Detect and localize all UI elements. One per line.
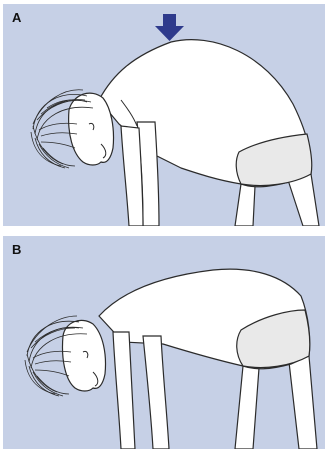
figure-b <box>3 236 325 449</box>
back-leg <box>235 184 255 226</box>
figure-a <box>3 4 325 226</box>
near-arm <box>121 126 143 226</box>
front-leg <box>289 356 317 449</box>
panel-b: B <box>3 236 325 449</box>
down-arrow-icon <box>155 14 184 41</box>
back-leg <box>235 366 259 449</box>
far-arm <box>143 336 169 449</box>
head <box>63 320 106 391</box>
head <box>69 93 114 165</box>
near-arm <box>113 332 135 449</box>
panel-a: A <box>3 4 325 226</box>
